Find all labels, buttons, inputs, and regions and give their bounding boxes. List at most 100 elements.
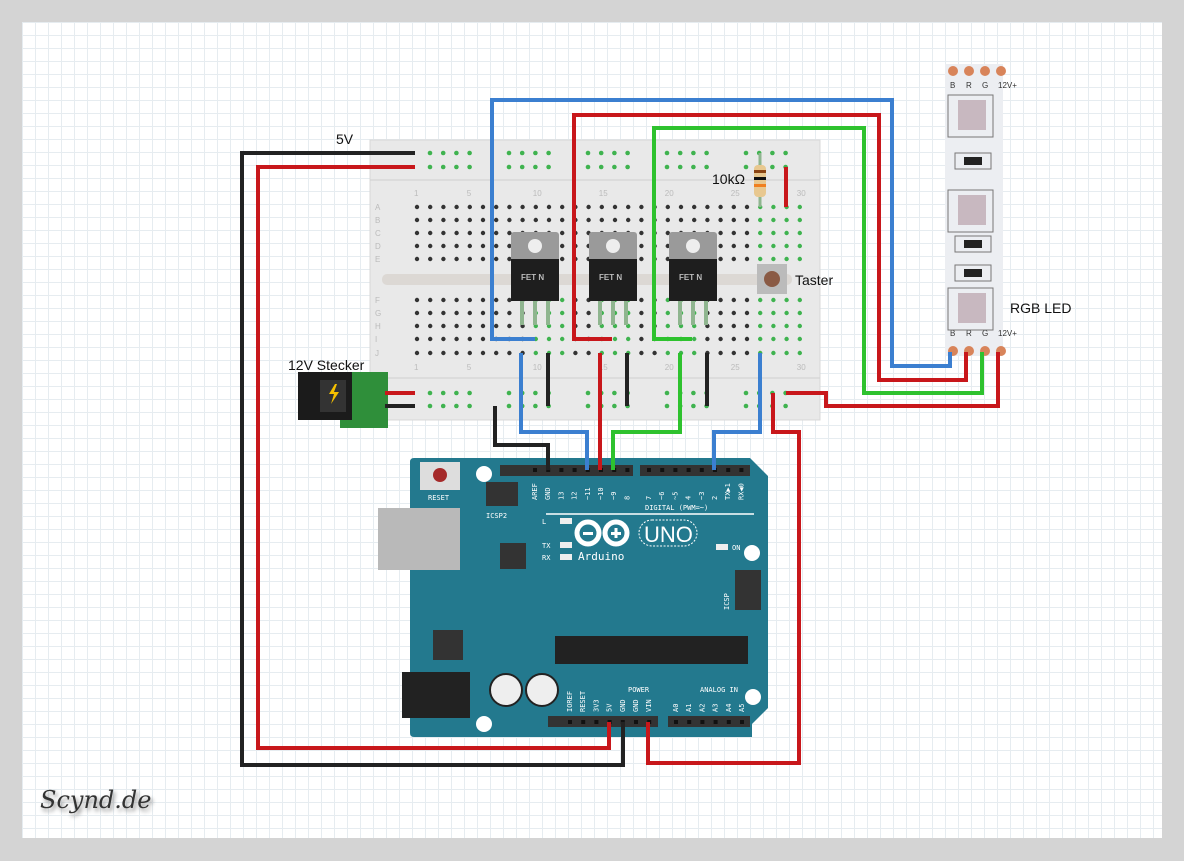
breadboard-hole[interactable] [467, 336, 472, 342]
rail-hole[interactable] [598, 164, 604, 170]
rail-hole[interactable] [691, 403, 696, 409]
rail-hole[interactable] [612, 390, 617, 396]
rail-hole[interactable] [743, 164, 749, 170]
breadboard-hole[interactable] [467, 204, 472, 210]
breadboard-hole[interactable] [718, 204, 723, 210]
breadboard-hole[interactable] [560, 230, 565, 236]
rail-hole[interactable] [677, 150, 683, 156]
rail-hole[interactable] [691, 150, 696, 156]
breadboard-hole[interactable] [784, 230, 789, 236]
breadboard-hole[interactable] [718, 336, 723, 342]
breadboard-hole[interactable] [454, 297, 459, 303]
breadboard-hole[interactable] [560, 336, 565, 342]
breadboard-hole[interactable] [586, 204, 591, 210]
push-button[interactable] [757, 264, 787, 294]
breadboard-hole[interactable] [784, 336, 789, 342]
breadboard-hole[interactable] [758, 256, 763, 262]
breadboard-hole[interactable] [599, 217, 604, 223]
breadboard-hole[interactable] [507, 256, 512, 262]
rail-hole[interactable] [585, 390, 591, 396]
breadboard-hole[interactable] [639, 230, 644, 236]
breadboard-hole[interactable] [441, 243, 446, 249]
breadboard-hole[interactable] [731, 323, 736, 329]
rail-hole[interactable] [427, 390, 433, 396]
breadboard-hole[interactable] [744, 256, 750, 262]
breadboard-hole[interactable] [771, 204, 776, 210]
header-pin[interactable] [740, 720, 744, 724]
header-pin[interactable] [660, 468, 665, 472]
breadboard-hole[interactable] [639, 350, 644, 356]
breadboard-hole[interactable] [480, 297, 486, 303]
breadboard-hole[interactable] [665, 217, 670, 223]
breadboard-hole[interactable] [639, 310, 644, 316]
breadboard-hole[interactable] [639, 297, 644, 303]
rail-hole[interactable] [664, 390, 670, 396]
rail-hole[interactable] [440, 150, 446, 156]
breadboard-hole[interactable] [771, 243, 776, 249]
breadboard-hole[interactable] [494, 230, 499, 236]
breadboard-hole[interactable] [665, 323, 670, 329]
rail-hole[interactable] [625, 150, 630, 156]
breadboard-hole[interactable] [599, 204, 604, 210]
breadboard-hole[interactable] [414, 243, 420, 249]
header-pin[interactable] [647, 468, 651, 472]
breadboard-hole[interactable] [771, 336, 776, 342]
rail-hole[interactable] [612, 403, 617, 409]
breadboard-hole[interactable] [771, 256, 776, 262]
breadboard-hole[interactable] [612, 204, 618, 210]
breadboard-hole[interactable] [771, 297, 776, 303]
header-pin[interactable] [634, 720, 638, 724]
breadboard-hole[interactable] [758, 323, 763, 329]
breadboard-hole[interactable] [731, 350, 736, 356]
breadboard-hole[interactable] [626, 204, 631, 210]
rail-hole[interactable] [427, 150, 433, 156]
breadboard-hole[interactable] [454, 350, 459, 356]
breadboard-hole[interactable] [520, 204, 525, 210]
breadboard-hole[interactable] [718, 297, 723, 303]
breadboard-hole[interactable] [718, 256, 723, 262]
breadboard-hole[interactable] [560, 243, 565, 249]
breadboard-hole[interactable] [718, 230, 723, 236]
breadboard-hole[interactable] [428, 243, 433, 249]
breadboard-hole[interactable] [467, 256, 472, 262]
header-pin[interactable] [674, 720, 678, 724]
breadboard-hole[interactable] [560, 323, 565, 329]
breadboard-hole[interactable] [414, 350, 420, 356]
breadboard-hole[interactable] [665, 243, 670, 249]
breadboard-hole[interactable] [718, 217, 723, 223]
header-pin[interactable] [594, 720, 599, 724]
breadboard-hole[interactable] [744, 350, 750, 356]
breadboard-hole[interactable] [758, 230, 763, 236]
breadboard-hole[interactable] [494, 204, 499, 210]
breadboard-hole[interactable] [718, 350, 723, 356]
rail-hole[interactable] [625, 164, 630, 170]
breadboard-hole[interactable] [428, 256, 433, 262]
breadboard-hole[interactable] [441, 230, 446, 236]
breadboard-hole[interactable] [612, 350, 618, 356]
breadboard-hole[interactable] [560, 297, 565, 303]
rail-hole[interactable] [506, 403, 512, 409]
breadboard-hole[interactable] [692, 217, 697, 223]
breadboard-hole[interactable] [744, 230, 750, 236]
breadboard-hole[interactable] [480, 323, 486, 329]
breadboard-hole[interactable] [692, 350, 697, 356]
breadboard-hole[interactable] [758, 297, 763, 303]
rail-hole[interactable] [612, 164, 617, 170]
breadboard-hole[interactable] [454, 336, 459, 342]
breadboard-hole[interactable] [612, 336, 618, 342]
breadboard-hole[interactable] [797, 310, 802, 316]
breadboard-hole[interactable] [454, 256, 459, 262]
breadboard-hole[interactable] [494, 297, 499, 303]
breadboard-hole[interactable] [428, 217, 433, 223]
breadboard-hole[interactable] [758, 310, 763, 316]
header-pin[interactable] [533, 468, 537, 472]
header-pin[interactable] [686, 468, 691, 472]
breadboard-hole[interactable] [744, 204, 750, 210]
breadboard-hole[interactable] [441, 256, 446, 262]
rail-hole[interactable] [585, 150, 591, 156]
breadboard-hole[interactable] [428, 310, 433, 316]
rail-hole[interactable] [546, 164, 551, 170]
rail-hole[interactable] [533, 150, 538, 156]
breadboard-hole[interactable] [771, 323, 776, 329]
rail-hole[interactable] [743, 390, 749, 396]
